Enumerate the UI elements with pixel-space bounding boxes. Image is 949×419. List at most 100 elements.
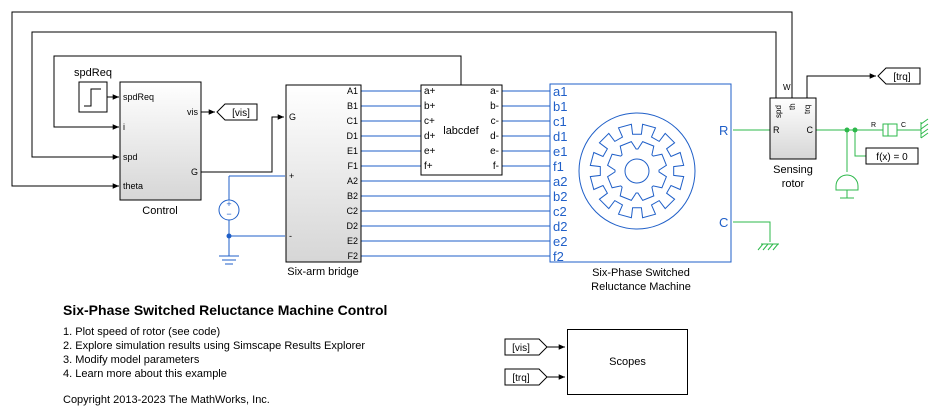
machine-port-e1: e1 [553, 144, 567, 159]
control-out-g: G [191, 167, 198, 177]
signal-lines [11, 11, 876, 380]
junction-dot [226, 233, 232, 239]
labcdef-port-right: b- [490, 101, 499, 112]
svg-text:+: + [226, 199, 231, 209]
svg-text:+: + [289, 171, 294, 181]
bridge-port-a1: A1 [347, 86, 358, 96]
bridge-port-b2: B2 [347, 191, 358, 201]
scopes-block[interactable]: Scopes [567, 329, 688, 395]
svg-text:R: R [773, 125, 780, 135]
svg-text:[trq]: [trq] [893, 72, 910, 83]
copyright: Copyright 2013-2023 The MathWorks, Inc. [63, 394, 270, 406]
svg-text:−: − [226, 209, 231, 219]
svg-text:th: th [788, 103, 797, 110]
link-learn-more[interactable]: 4. Learn more about this example [63, 368, 227, 380]
machine-port-b2: b2 [553, 189, 567, 204]
control-out-vis: vis [187, 107, 198, 117]
sensing-label-2: rotor [782, 178, 805, 190]
solver-label: f(x) = 0 [876, 152, 908, 163]
link-plot-speed[interactable]: 1. Plot speed of rotor (see code) [63, 326, 221, 338]
labcdef-port-right: e- [490, 146, 499, 157]
vis-from-tag[interactable]: [vis] [504, 338, 548, 356]
bridge-port-f1: F1 [347, 161, 358, 171]
bridge-port-c2: C2 [346, 206, 358, 216]
inertia-c-label: C [901, 122, 906, 129]
trq-goto-tag[interactable]: [trq] [877, 67, 921, 85]
junction-dot [852, 127, 858, 133]
svg-text:[vis]: [vis] [512, 343, 530, 354]
bridge-port-b1: B1 [347, 101, 358, 111]
machine-port-c: C [719, 215, 728, 230]
link-modify-params[interactable]: 3. Modify model parameters [63, 354, 200, 366]
machine-port-f2: f2 [553, 249, 564, 264]
labcdef-port-right: d- [490, 131, 499, 142]
labcdef-port-left: f+ [424, 161, 433, 172]
svg-text:[trq]: [trq] [512, 373, 529, 384]
labcdef-block[interactable]: labcdef a+ a-b+ b-c+ c-d+ d-e+ e-f+ f- [420, 84, 503, 176]
electrical-lines [228, 90, 550, 257]
bridge-port-c1: C1 [346, 116, 358, 126]
machine-port-f1: f1 [553, 159, 564, 174]
bridge-port-d1: D1 [346, 131, 358, 141]
labcdef-port-left: d+ [424, 131, 436, 142]
control-in-spd: spd [123, 152, 138, 162]
labcdef-port-right: c- [491, 116, 499, 127]
machine-port-d1: d1 [553, 129, 567, 144]
solver-line [854, 130, 866, 157]
damper-icon[interactable] [880, 123, 905, 137]
labcdef-port-right: f- [493, 161, 499, 172]
sensing-rotor-block[interactable]: spd th trq R C [769, 97, 817, 160]
gate-signal-line [201, 114, 284, 173]
control-in-spdreq: spdReq [123, 92, 154, 102]
svg-text:spd: spd [774, 105, 783, 118]
bridge-port-d2: D2 [346, 221, 358, 231]
case-ground-icon [757, 243, 779, 251]
labcdef-port-left: c+ [424, 116, 435, 127]
solver-config-block[interactable]: f(x) = 0 [865, 147, 919, 165]
mechanical-reference-icon [920, 118, 929, 139]
electrical-ground-icon [219, 253, 239, 265]
machine-port-a2: a2 [553, 174, 567, 189]
vis-goto-tag[interactable]: [vis] [216, 103, 258, 121]
machine-label-2: Reluctance Machine [591, 281, 691, 293]
model-title: Six-Phase Switched Reluctance Machine Co… [63, 302, 388, 318]
svg-text:G: G [289, 112, 296, 122]
machine-port-a1: a1 [553, 84, 567, 99]
bridge-port-a2: A2 [347, 176, 358, 186]
svg-text:C: C [807, 125, 814, 135]
srm-rotor-icon [578, 112, 696, 230]
spd-feedback-line [31, 31, 777, 160]
spdreq-label: spdReq [74, 67, 112, 79]
labcdef-port-left: a+ [424, 86, 436, 97]
mechanical-lines [733, 129, 921, 242]
machine-port-d2: d2 [553, 219, 567, 234]
trq-line [806, 73, 876, 98]
link-results-explorer[interactable]: 2. Explore simulation results using Sims… [63, 340, 366, 352]
svg-text:-: - [289, 231, 292, 241]
bridge-label: Six-arm bridge [287, 266, 359, 278]
sensing-label-1: Sensing [773, 164, 813, 176]
labcdef-port-left: e+ [424, 146, 436, 157]
spdreq-step-block[interactable] [78, 81, 108, 113]
labcdef-port-left: b+ [424, 101, 436, 112]
bridge-port-e1: E1 [347, 146, 358, 156]
dc-voltage-source[interactable]: + − [218, 199, 240, 221]
inertia-icon[interactable] [835, 174, 859, 199]
bridge-port-e2: E2 [347, 236, 358, 246]
machine-port-b1: b1 [553, 99, 567, 114]
machine-label-1: Six-Phase Switched [592, 267, 690, 279]
labcdef-port-right: a- [490, 86, 499, 97]
trq-from-tag[interactable]: [trq] [504, 368, 548, 386]
control-block[interactable]: spdReq i spd theta vis G [119, 81, 202, 201]
machine-port-c2: c2 [553, 204, 567, 219]
control-in-i: i [123, 122, 125, 132]
junction-dot [844, 127, 850, 133]
machine-port-r: R [719, 123, 728, 138]
case-line [733, 221, 771, 242]
theta-feedback-line [11, 11, 793, 189]
machine-port-c1: c1 [553, 114, 567, 129]
svg-text:labcdef: labcdef [443, 125, 479, 137]
